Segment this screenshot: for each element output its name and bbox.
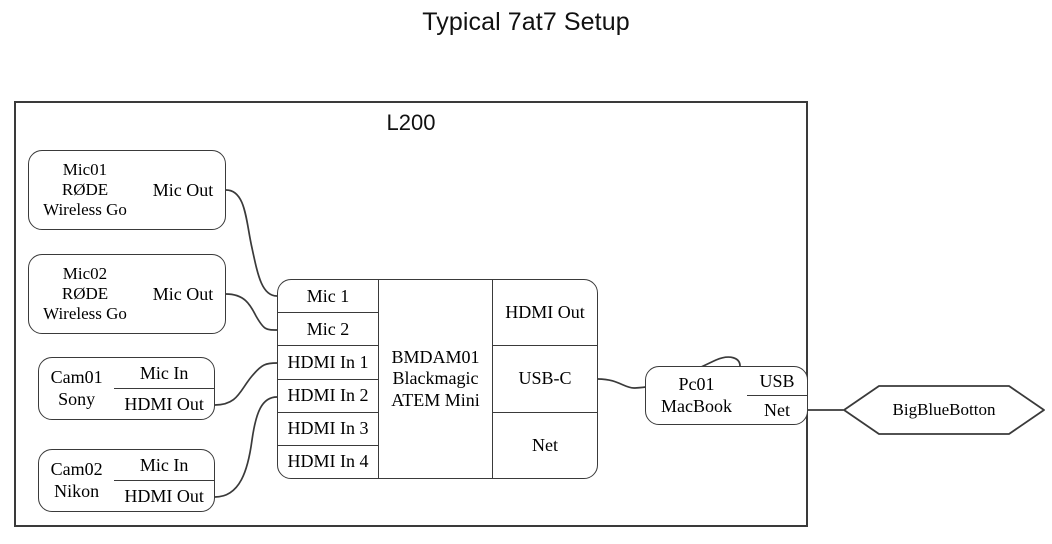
- device-atem-mini[interactable]: Mic 1 Mic 2 HDMI In 1 HDMI In 2 HDMI In …: [277, 279, 598, 479]
- port-atem-hdmi-out[interactable]: HDMI Out: [505, 302, 585, 323]
- service-bigbluebotton[interactable]: BigBlueBotton: [843, 384, 1045, 436]
- device-cam01-ports: Mic In HDMI Out: [114, 358, 214, 419]
- device-atem-outputs: HDMI Out USB-C Net: [492, 280, 597, 478]
- device-mic01[interactable]: Mic01 RØDE Wireless Go Mic Out: [28, 150, 226, 230]
- device-mic02-ports: Mic Out: [141, 255, 225, 333]
- device-mic02-name: Mic02: [62, 263, 108, 283]
- device-cam02-brand: Nikon: [54, 480, 100, 501]
- device-cam02-ports: Mic In HDMI Out: [114, 450, 214, 511]
- port-cam02-mic-in[interactable]: Mic In: [139, 454, 189, 475]
- device-mic02-model: Wireless Go: [43, 304, 127, 324]
- device-mic02-brand: RØDE: [61, 283, 109, 303]
- port-cam01-mic-in[interactable]: Mic In: [139, 362, 189, 383]
- zone-l200-boundary: [14, 101, 808, 527]
- device-cam01-name: Cam01: [50, 367, 103, 388]
- device-pc01-model: MacBook: [661, 395, 732, 416]
- port-atem-hdmi-in-1[interactable]: HDMI In 1: [278, 345, 378, 378]
- device-cam01-brand: Sony: [58, 388, 96, 409]
- device-atem-model: ATEM Mini: [391, 389, 480, 410]
- device-pc01-label: Pc01 MacBook: [646, 367, 747, 424]
- device-atem-name: BMDAM01: [391, 347, 480, 368]
- port-atem-mic-2[interactable]: Mic 2: [278, 312, 378, 345]
- device-mic01-label: Mic01 RØDE Wireless Go: [29, 151, 141, 229]
- port-mic01-mic-out[interactable]: Mic Out: [152, 179, 214, 200]
- port-atem-usb-c[interactable]: USB-C: [493, 345, 597, 411]
- device-atem-inputs: Mic 1 Mic 2 HDMI In 1 HDMI In 2 HDMI In …: [278, 280, 379, 478]
- device-mic02-label: Mic02 RØDE Wireless Go: [29, 255, 141, 333]
- port-cam02-hdmi-out[interactable]: HDMI Out: [114, 480, 214, 511]
- device-mic01-name: Mic01: [62, 159, 108, 179]
- port-atem-hdmi-in-4[interactable]: HDMI In 4: [278, 444, 378, 478]
- device-atem-label: BMDAM01 Blackmagic ATEM Mini: [379, 280, 492, 478]
- hexagon-shape-icon: [843, 385, 1045, 435]
- device-cam01-label: Cam01 Sony: [39, 358, 114, 419]
- page-title: Typical 7at7 Setup: [422, 8, 630, 36]
- port-atem-net[interactable]: Net: [493, 411, 597, 478]
- port-atem-hdmi-in-3[interactable]: HDMI In 3: [278, 411, 378, 445]
- port-pc01-net[interactable]: Net: [747, 395, 807, 424]
- port-cam01-hdmi-out[interactable]: HDMI Out: [114, 388, 214, 419]
- device-pc01[interactable]: Pc01 MacBook USB Net: [645, 366, 808, 425]
- device-mic01-ports: Mic Out: [141, 151, 225, 229]
- device-cam01[interactable]: Cam01 Sony Mic In HDMI Out: [38, 357, 215, 420]
- port-atem-hdmi-in-2[interactable]: HDMI In 2: [278, 378, 378, 412]
- device-pc01-name: Pc01: [678, 374, 715, 395]
- port-mic02-mic-out[interactable]: Mic Out: [152, 283, 214, 304]
- device-cam02-name: Cam02: [50, 459, 103, 480]
- device-cam02[interactable]: Cam02 Nikon Mic In HDMI Out: [38, 449, 215, 512]
- device-pc01-ports: USB Net: [747, 367, 807, 424]
- port-pc01-usb[interactable]: USB: [759, 370, 795, 391]
- service-bigbluebotton-label: BigBlueBotton: [892, 400, 996, 419]
- device-atem-brand: Blackmagic: [392, 368, 479, 389]
- device-mic01-brand: RØDE: [61, 179, 109, 199]
- device-mic01-model: Wireless Go: [43, 200, 127, 220]
- device-cam02-label: Cam02 Nikon: [39, 450, 114, 511]
- port-atem-mic-1[interactable]: Mic 1: [306, 285, 350, 306]
- zone-l200-label: L200: [386, 110, 436, 135]
- device-mic02[interactable]: Mic02 RØDE Wireless Go Mic Out: [28, 254, 226, 334]
